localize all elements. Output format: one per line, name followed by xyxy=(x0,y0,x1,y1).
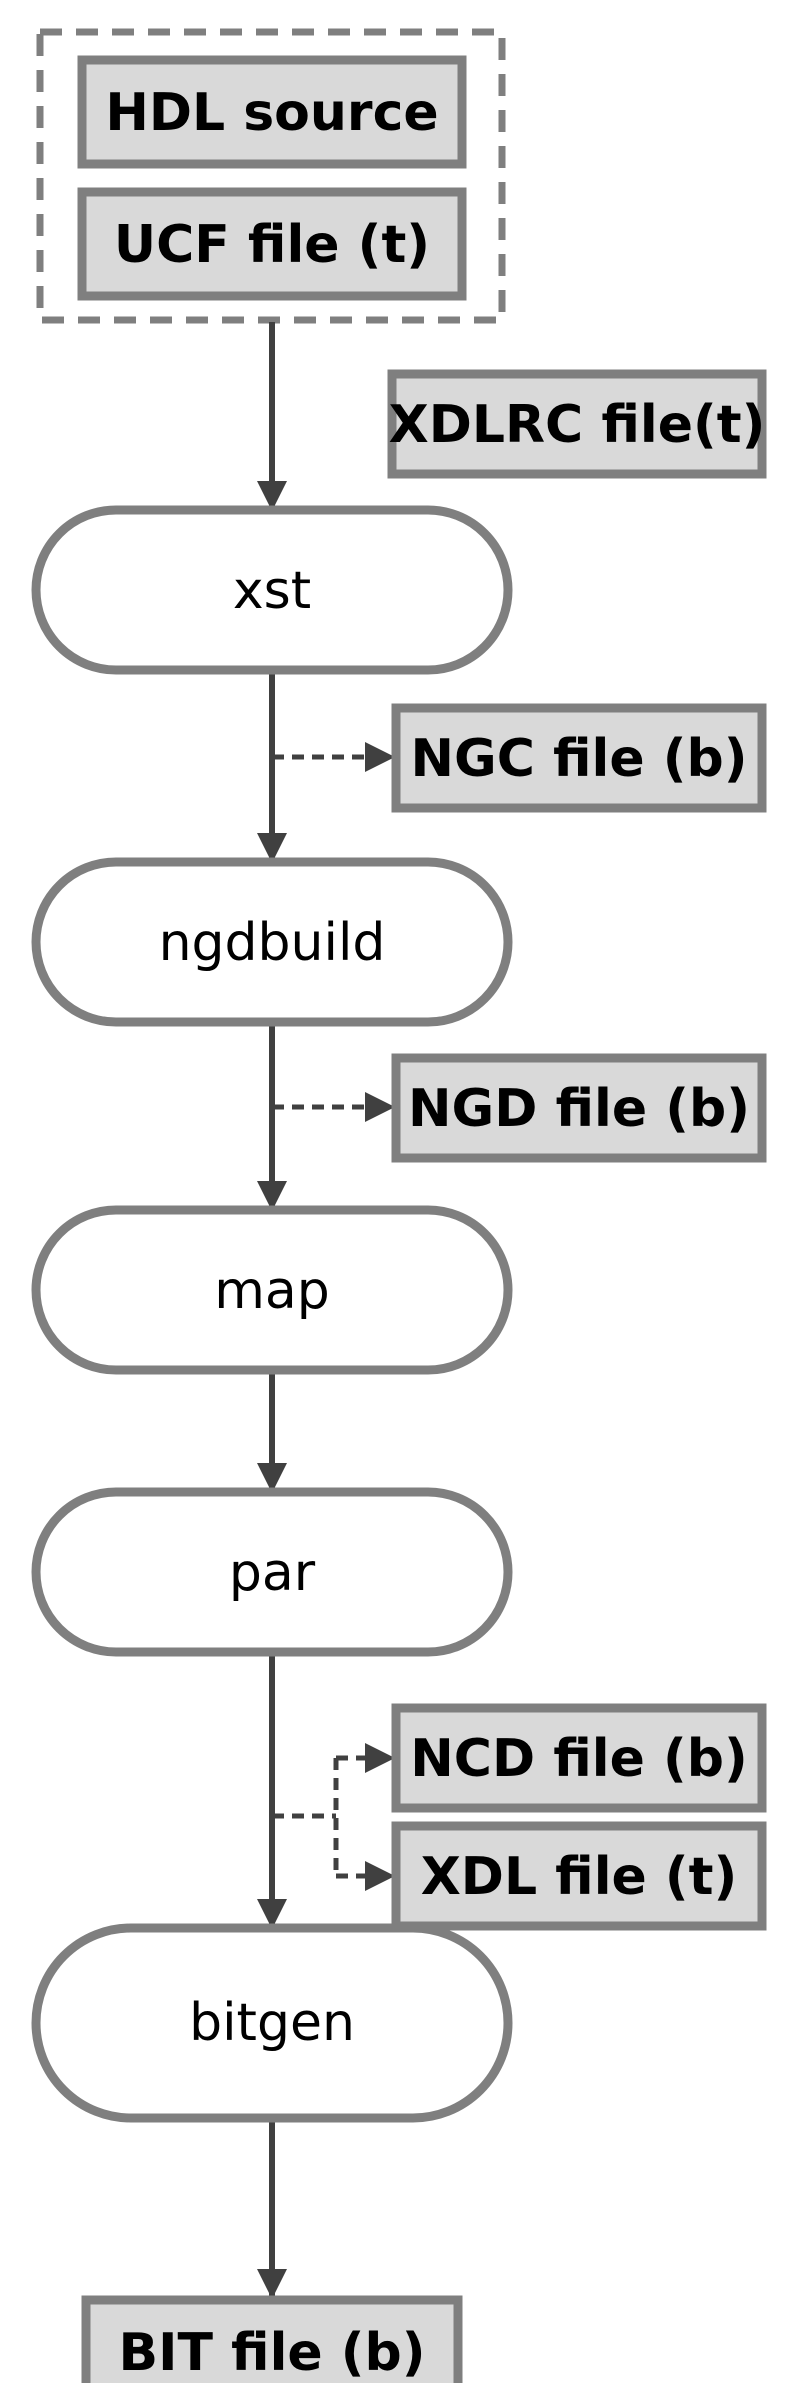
ucf-file-box: UCF file (t) xyxy=(77,187,467,301)
bit-file-label: BIT file (b) xyxy=(118,2323,425,2383)
ncd-file-label: NCD file (b) xyxy=(410,1729,747,1789)
xdlrc-file-box: XDLRC file(t) xyxy=(387,369,767,479)
ncd-file-box: NCD file (b) xyxy=(391,1703,767,1813)
dashed-fork-par-outputs xyxy=(272,1743,395,1891)
step-xst: xst xyxy=(31,505,513,675)
ngc-file-label: NGC file (b) xyxy=(411,729,748,789)
step-bitgen-label: bitgen xyxy=(189,1993,355,2053)
hdl-source-box: HDL source xyxy=(77,55,467,169)
ucf-file-label: UCF file (t) xyxy=(114,215,430,275)
ngc-file-box: NGC file (b) xyxy=(391,703,767,813)
xdlrc-file-label: XDLRC file(t) xyxy=(389,395,766,455)
xdl-file-label: XDL file (t) xyxy=(421,1847,738,1907)
hdl-source-label: HDL source xyxy=(105,83,438,143)
step-ngdbuild: ngdbuild xyxy=(31,857,513,1027)
step-xst-label: xst xyxy=(233,561,311,621)
step-bitgen: bitgen xyxy=(31,1923,513,2123)
step-par-label: par xyxy=(229,1543,316,1603)
step-map-label: map xyxy=(214,1261,330,1321)
step-par: par xyxy=(31,1487,513,1657)
step-map: map xyxy=(31,1205,513,1375)
input-group-border xyxy=(36,28,506,324)
step-ngdbuild-label: ngdbuild xyxy=(159,913,386,973)
bit-file-box: BIT file (b) xyxy=(81,2295,463,2383)
xdl-file-box: XDL file (t) xyxy=(391,1821,767,1931)
ngd-file-label: NGD file (b) xyxy=(408,1079,750,1139)
ngd-file-box: NGD file (b) xyxy=(391,1053,767,1163)
